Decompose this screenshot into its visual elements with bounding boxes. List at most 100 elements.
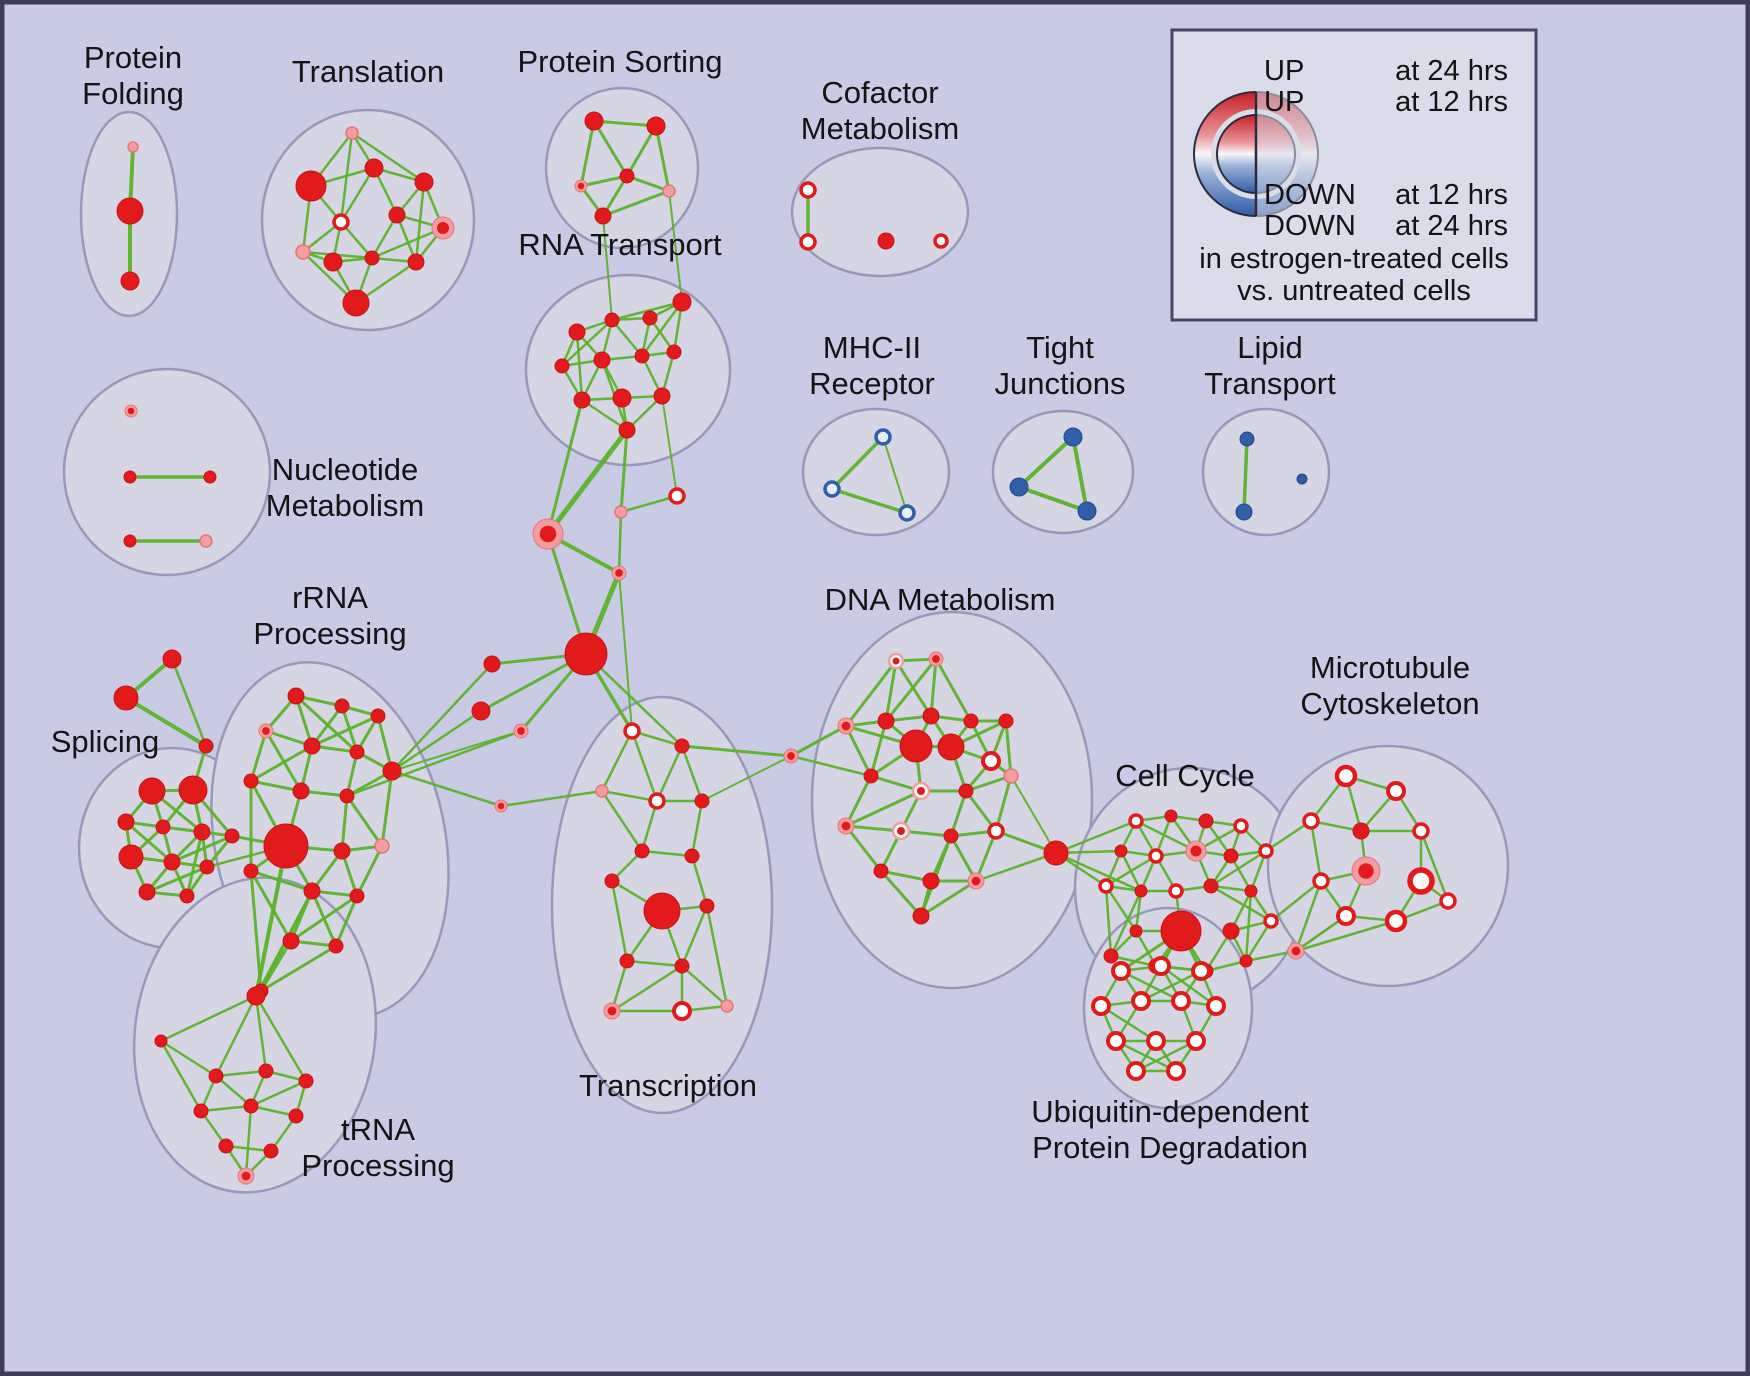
node-red: [224, 828, 240, 844]
node-core: [1291, 946, 1301, 956]
edge: [584, 652, 684, 748]
cluster-label-dna-metabolism: DNA Metabolism: [825, 582, 1056, 617]
node-red: [1352, 822, 1370, 840]
cluster-edges-tight-junctions: [1017, 435, 1089, 513]
node-red: [364, 158, 384, 178]
node-red: [674, 958, 690, 974]
edge: [580, 398, 629, 432]
edge: [844, 724, 873, 778]
cluster-nodes-cell-cycle: [1043, 809, 1279, 979]
node-dot: [154, 1034, 168, 1048]
node-pink-halo: [237, 1167, 255, 1185]
node-dot: [295, 244, 311, 260]
edge: [705, 904, 729, 1008]
node-red: [193, 823, 211, 841]
node-dot: [863, 768, 879, 784]
node-dot: [720, 999, 734, 1013]
node-red: [407, 253, 425, 271]
node-dot: [899, 729, 933, 763]
node-blue-ring: [823, 480, 841, 498]
node-pink: [720, 999, 734, 1013]
node-dot: [922, 707, 940, 725]
edge: [655, 744, 684, 803]
node-red: [263, 1143, 279, 1159]
node-ring: [981, 751, 1001, 771]
node-dot: [303, 737, 321, 755]
node-pink-halo: [837, 817, 855, 835]
cluster-ellipse-dna-metabolism: [810, 610, 1094, 990]
node-dot: [1063, 427, 1083, 447]
cluster-label-protein-sorting: Protein Sorting: [517, 44, 722, 79]
node-red: [643, 892, 681, 930]
cluster-ellipse-mhc-ii-receptor: [801, 407, 951, 537]
node-red: [298, 1073, 314, 1089]
node-red-ring: [1439, 892, 1457, 910]
edge: [610, 964, 684, 1013]
node-dot: [138, 883, 156, 901]
node-dot: [1239, 954, 1253, 968]
node-red: [282, 932, 300, 950]
node-dot: [123, 470, 137, 484]
node-core: [436, 221, 450, 235]
edge: [600, 789, 644, 853]
edge: [680, 964, 729, 1008]
cluster-label-line: Protein Degradation: [1032, 1130, 1308, 1165]
node-red: [1160, 910, 1202, 952]
cluster-nodes-dna-metabolism: [837, 651, 1019, 925]
node-red: [646, 116, 666, 136]
edge: [1139, 969, 1203, 1003]
edge: [1294, 919, 1398, 953]
edge: [1017, 435, 1075, 489]
node-red-ring: [1146, 1031, 1166, 1051]
cluster-nodes-protein-sorting: [574, 111, 676, 225]
node-ring: [1334, 764, 1358, 788]
edge: [668, 190, 683, 303]
node-core: [615, 569, 623, 577]
edge: [934, 657, 973, 723]
node-dot: [672, 292, 692, 312]
edge: [249, 869, 263, 993]
cluster-label-line: DNA Metabolism: [825, 582, 1056, 617]
node-red: [349, 888, 365, 904]
node-dot: [198, 738, 214, 754]
node-ring: [1412, 822, 1430, 840]
node-ring: [823, 480, 841, 498]
node-ring: [1407, 867, 1435, 895]
node-red: [382, 761, 402, 781]
node-ring: [1091, 996, 1111, 1016]
node-dot: [162, 649, 182, 669]
node-blue-ring: [874, 428, 892, 446]
node-dot: [1003, 768, 1019, 784]
cluster-label-line: Protein Sorting: [517, 44, 722, 79]
edge: [390, 709, 483, 773]
node-red-ring: [1171, 991, 1191, 1011]
node-ring: [1168, 883, 1184, 899]
legend-direction-3: DOWN: [1264, 210, 1356, 242]
node-blue: [1296, 473, 1308, 485]
edge: [844, 659, 898, 728]
node-ring: [1386, 781, 1406, 801]
edge: [214, 1074, 253, 1108]
node-dot: [1129, 924, 1143, 938]
edge: [249, 1104, 298, 1118]
cluster-label-line: Receptor: [809, 366, 935, 401]
node-red-ring: [1131, 991, 1151, 1011]
node-dot: [653, 387, 671, 405]
node-red: [1198, 813, 1214, 829]
node-target: [891, 821, 911, 841]
node-dot: [674, 738, 690, 754]
node-ring: [1336, 906, 1356, 926]
node-pink-halo: [1185, 840, 1207, 862]
cluster-nodes-microtubule-cytoskeleton: [1287, 764, 1457, 960]
node-dot: [364, 158, 384, 178]
node-red: [243, 1098, 259, 1114]
node-pink-halo: [1351, 856, 1381, 886]
edge: [1309, 819, 1323, 883]
node-dot: [263, 1143, 279, 1159]
cluster-label-line: Splicing: [51, 724, 160, 759]
node-dot: [243, 863, 259, 879]
node-red-ring: [1312, 872, 1330, 890]
